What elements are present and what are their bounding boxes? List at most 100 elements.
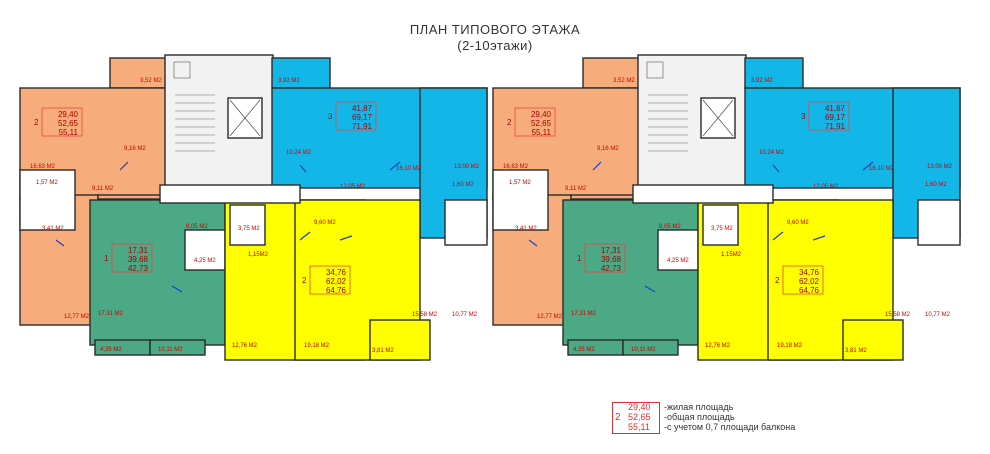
green-main: [89, 199, 226, 346]
room-area-label: 1,15М2: [248, 252, 269, 258]
room-area-label: 16,10 М2: [396, 166, 422, 172]
apt-living: 41,87: [352, 104, 373, 113]
room-area-label: 3,81 М2: [845, 348, 867, 354]
room-area-label: 13,00 М2: [927, 164, 953, 170]
door-mark: [299, 164, 307, 173]
room-area-label: 13,00 М2: [454, 164, 480, 170]
room-area-label: 19,18 М2: [777, 343, 803, 349]
apt-box: [808, 101, 850, 131]
apt-balcony-total: 64,76: [799, 286, 820, 295]
section-2: 229,4052,6555,11341,8769,1771,91117,3139…: [492, 54, 961, 361]
apt-total: 52,65: [58, 119, 79, 128]
bath-block: [19, 169, 76, 231]
room-area-label: 16,10 М2: [869, 166, 895, 172]
room-area-label: 12,05 М2: [340, 184, 366, 190]
apt-total: 52,65: [531, 119, 552, 128]
door-mark: [812, 235, 826, 241]
apt-balcony-total: 71,91: [352, 122, 373, 131]
yellow-balcony: [842, 319, 904, 361]
door-mark: [772, 164, 780, 173]
door-mark: [862, 161, 874, 171]
legend-rooms: 2: [615, 412, 621, 423]
apt-box: [309, 265, 351, 295]
room-area-label: 17,31 М2: [571, 311, 597, 317]
apt-rooms: 1: [104, 254, 109, 263]
green-balcony-2: [149, 339, 206, 356]
door-mark: [171, 285, 183, 293]
room-area-label: 12,05 М2: [813, 184, 839, 190]
room-area-label: 9,60 М2: [787, 220, 809, 226]
apt-box: [584, 243, 626, 273]
door-mark: [772, 231, 784, 241]
door-mark: [339, 235, 353, 241]
apt-total: 62,02: [799, 277, 820, 286]
blue-balcony: [744, 57, 804, 89]
room-area-label: 4,35 М2: [100, 347, 122, 353]
room-area-label: 17,31 М2: [98, 311, 124, 317]
door-mark: [592, 161, 602, 171]
apt-rooms: 2: [775, 276, 780, 285]
room-area-label: 1,60 М2: [925, 182, 947, 188]
room-area-label: 16,63 М2: [30, 164, 56, 170]
apt-rooms: 2: [302, 276, 307, 285]
apt-living: 29,40: [531, 110, 552, 119]
apt-box: [41, 107, 83, 137]
room-area-label: 9,60 М2: [314, 220, 336, 226]
room-area-label: 1,15М2: [721, 252, 742, 258]
legend-balcony-desc: -с учетом 0,7 площади балкона: [664, 422, 796, 432]
room-area-label: 4,35 М2: [573, 347, 595, 353]
apt-living: 17,31: [601, 246, 622, 255]
yellow-bath: [702, 204, 739, 246]
room-area-label: 3,75 М2: [238, 226, 260, 232]
apt-total: 69,17: [825, 113, 846, 122]
apt-rooms: 3: [328, 112, 333, 121]
corridor: [159, 184, 301, 204]
room-area-label: 15,58 М2: [885, 312, 911, 318]
door-mark: [119, 161, 129, 171]
yellow-balcony: [369, 319, 431, 361]
orange-balcony: [582, 57, 642, 89]
apt-balcony-total: 42,73: [601, 264, 622, 273]
room-area-label: 10,77 М2: [452, 312, 478, 318]
apt-balcony-total: 55,11: [532, 128, 552, 137]
corridor: [632, 184, 774, 204]
room-area-label: 8,05 М2: [186, 224, 208, 230]
room-area-label: 3,41 М2: [515, 226, 537, 232]
legend-total-value: 52,65: [628, 412, 651, 422]
apt-total: 39,68: [601, 255, 622, 264]
apt-total: 39,68: [128, 255, 149, 264]
apt-rooms: 1: [577, 254, 582, 263]
door-mark: [389, 161, 401, 171]
apt-balcony-total: 42,73: [128, 264, 149, 273]
vent-shaft: [646, 61, 664, 79]
door-mark: [55, 239, 65, 247]
room-area-label: 3,92 М2: [278, 78, 300, 84]
green-balcony-2: [622, 339, 679, 356]
elevator-cross: [229, 99, 261, 137]
green-bath: [184, 229, 226, 271]
room-area-label: 3,75 М2: [711, 226, 733, 232]
door-mark: [528, 239, 538, 247]
apt-box: [111, 243, 153, 273]
page-subtitle: (2-10этажи): [457, 38, 533, 53]
elevator-cross: [702, 99, 734, 137]
room-area-label: 3,41 М2: [42, 226, 64, 232]
green-bath: [657, 229, 699, 271]
legend-living-desc: -жилая площадь: [664, 402, 734, 412]
room-area-label: 4,25 М2: [667, 258, 689, 264]
apt-rooms: 2: [507, 118, 512, 127]
blue-bath: [444, 199, 488, 246]
room-area-label: 4,25 М2: [194, 258, 216, 264]
blue-bath: [917, 199, 961, 246]
legend-total-desc: -общая площадь: [664, 412, 735, 422]
room-area-label: 12,77 М2: [64, 314, 90, 320]
room-area-label: 9,16 М2: [597, 146, 619, 152]
room-area-label: 3,52 М2: [613, 78, 635, 84]
yellow-bath: [229, 204, 266, 246]
apt-balcony-total: 64,76: [326, 286, 347, 295]
apt-living: 29,40: [58, 110, 79, 119]
section-1: 229,4052,6555,11341,8769,1771,91117,3139…: [19, 54, 488, 361]
apt-living: 17,31: [128, 246, 149, 255]
room-area-label: 19,18 М2: [304, 343, 330, 349]
